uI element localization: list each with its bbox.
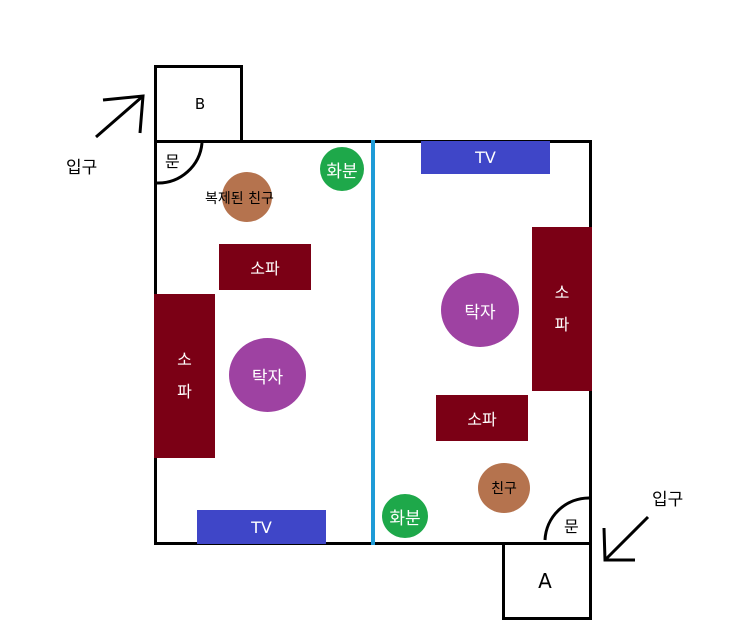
right-plant: 화분 bbox=[382, 494, 428, 538]
left-sofa-vertical-char-1: 소 bbox=[177, 350, 192, 369]
left-table: 탁자 bbox=[229, 338, 306, 412]
cloned-friend-marker bbox=[222, 172, 272, 222]
right-entrance-label: 입구 bbox=[652, 490, 684, 510]
right-sofa-horizontal: 소파 bbox=[436, 395, 528, 441]
right-entrance-arrow-icon bbox=[602, 515, 650, 562]
right-friend-label: 친구 bbox=[491, 481, 517, 497]
left-door-label: 문 bbox=[165, 152, 180, 171]
cloned-friend-label: 복제된 친구 bbox=[205, 191, 274, 207]
left-tv: TV bbox=[197, 510, 326, 544]
left-plant: 화분 bbox=[320, 147, 364, 191]
right-table: 탁자 bbox=[441, 273, 519, 347]
room-b-label: B bbox=[194, 95, 206, 113]
right-tv: TV bbox=[421, 141, 550, 174]
left-entrance-arrow-icon bbox=[95, 94, 145, 139]
room-a bbox=[502, 542, 592, 620]
room-divider bbox=[371, 140, 375, 545]
left-sofa-vertical: 소 파 bbox=[154, 294, 215, 458]
right-sofa-vertical: 소 파 bbox=[532, 227, 592, 391]
left-entrance-label: 입구 bbox=[66, 158, 98, 178]
right-sofa-vertical-char-2: 파 bbox=[554, 315, 570, 334]
right-door-label: 문 bbox=[564, 517, 579, 536]
right-sofa-vertical-char-1: 소 bbox=[554, 283, 570, 302]
left-sofa-vertical-char-2: 파 bbox=[177, 382, 192, 401]
right-door-arc bbox=[543, 496, 590, 541]
room-b bbox=[154, 65, 243, 143]
right-friend: 친구 bbox=[478, 463, 530, 513]
left-door-arc bbox=[156, 142, 204, 185]
room-a-label: A bbox=[538, 569, 552, 593]
left-sofa-horizontal: 소파 bbox=[219, 244, 311, 290]
